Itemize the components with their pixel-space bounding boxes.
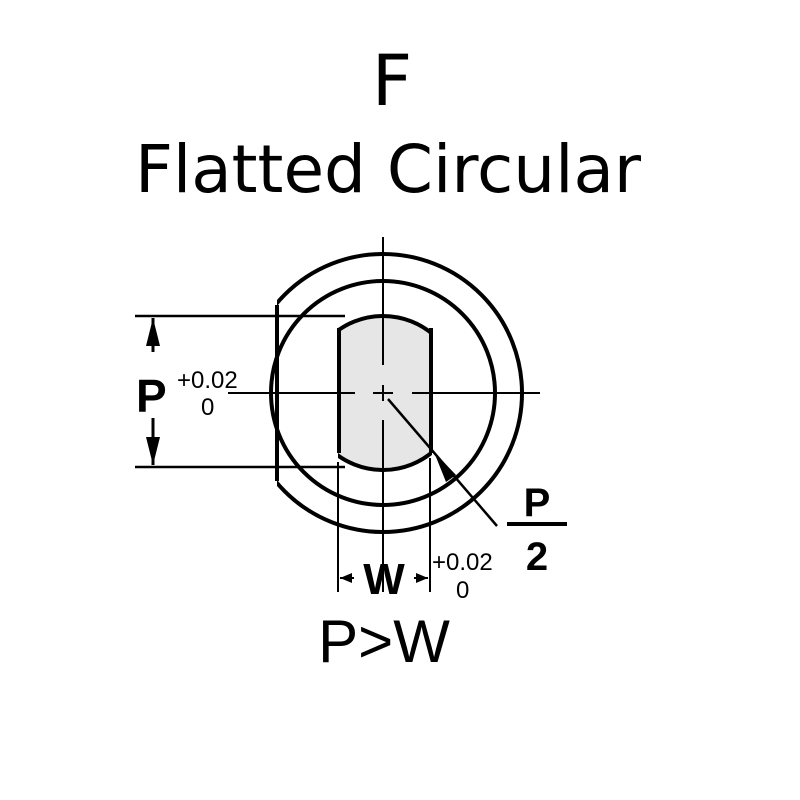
shape-code: F: [372, 40, 412, 122]
center-lines: [228, 237, 540, 592]
p-greater-than-w: P>W: [318, 608, 450, 675]
p-tolerance-upper: +0.02: [177, 367, 238, 394]
radius-denominator: 2: [526, 535, 548, 579]
radius-leader: [387, 398, 498, 527]
p-tolerance-lower: 0: [201, 394, 214, 421]
p-label: P: [136, 370, 167, 422]
w-label: W: [363, 555, 405, 604]
w-tolerance-lower: 0: [456, 577, 469, 604]
radius-numerator: P: [524, 481, 551, 525]
shape-name: Flatted Circular: [135, 131, 642, 208]
p-dimension: [135, 314, 345, 469]
w-tolerance-upper: +0.02: [432, 549, 493, 576]
w-dimension: [337, 458, 431, 592]
